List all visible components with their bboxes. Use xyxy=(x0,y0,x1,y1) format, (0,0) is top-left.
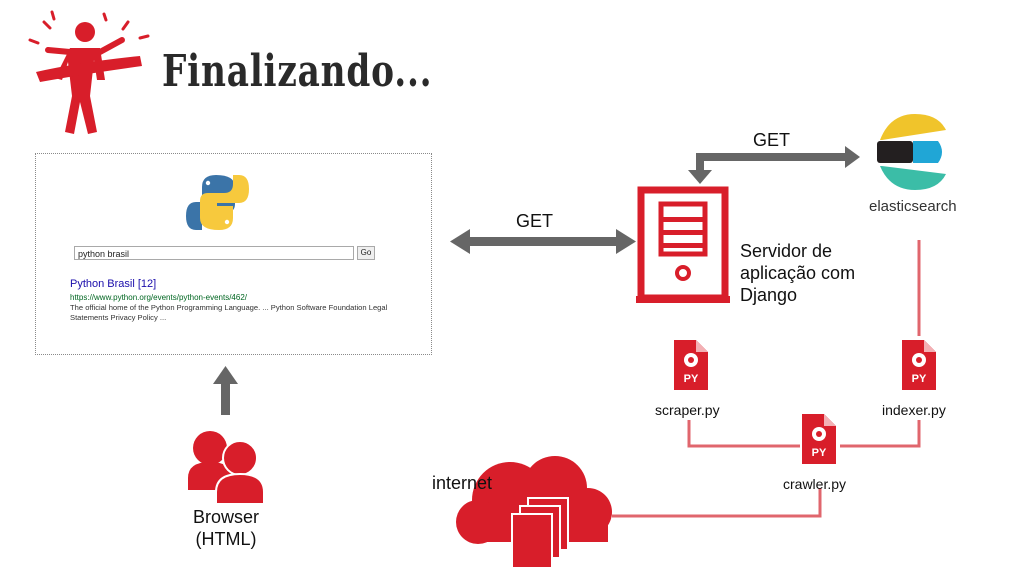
users-icon xyxy=(188,431,265,505)
crawler-label: crawler.py xyxy=(783,476,847,492)
get-label-browser-server: GET xyxy=(516,211,554,231)
server-label-line: Servidor de xyxy=(740,241,833,261)
up-arrow xyxy=(213,366,238,415)
browser-label-line: (HTML) xyxy=(195,529,257,549)
get-label-server-elasticsearch: GET xyxy=(753,130,791,150)
result-snippet: The official home of the Python Programm… xyxy=(70,303,388,322)
indexer-badge: PY xyxy=(911,373,927,385)
get-elbow-arrow xyxy=(688,146,860,184)
search-go-button[interactable]: Go xyxy=(357,246,375,260)
indexer-file-icon xyxy=(902,340,936,390)
server-icon xyxy=(636,186,730,303)
browser-label: Browser (HTML) xyxy=(193,506,259,550)
crawler-file-icon xyxy=(802,414,836,464)
server-label-line: aplicação com xyxy=(740,263,856,283)
elasticsearch-logo-icon xyxy=(877,114,946,190)
search-page-screenshot xyxy=(35,153,432,355)
server-label-line: Django xyxy=(740,285,798,305)
scraper-file-icon xyxy=(674,340,708,390)
get-double-arrow xyxy=(450,229,636,254)
scraper-badge: PY xyxy=(683,373,699,385)
search-input[interactable]: python brasil xyxy=(74,246,354,260)
python-logo-icon xyxy=(186,175,249,230)
server-label: Servidor de aplicação com Django xyxy=(740,240,855,306)
internet-label: internet xyxy=(432,473,493,493)
internet-cloud-icon xyxy=(456,456,612,569)
result-title-link[interactable]: Python Brasil [12] xyxy=(70,278,157,290)
slide-title: Finalizando... xyxy=(162,46,433,97)
scraper-label: scraper.py xyxy=(655,402,720,418)
result-url[interactable]: https://www.python.org/events/python-eve… xyxy=(70,293,247,302)
indexer-label: indexer.py xyxy=(882,402,946,418)
crawler-badge: PY xyxy=(811,447,827,459)
pipeline-connectors xyxy=(612,240,921,518)
finish-line-runner-icon xyxy=(28,10,150,134)
elasticsearch-label: elasticsearch xyxy=(869,198,957,215)
browser-label-line: Browser xyxy=(193,507,260,527)
